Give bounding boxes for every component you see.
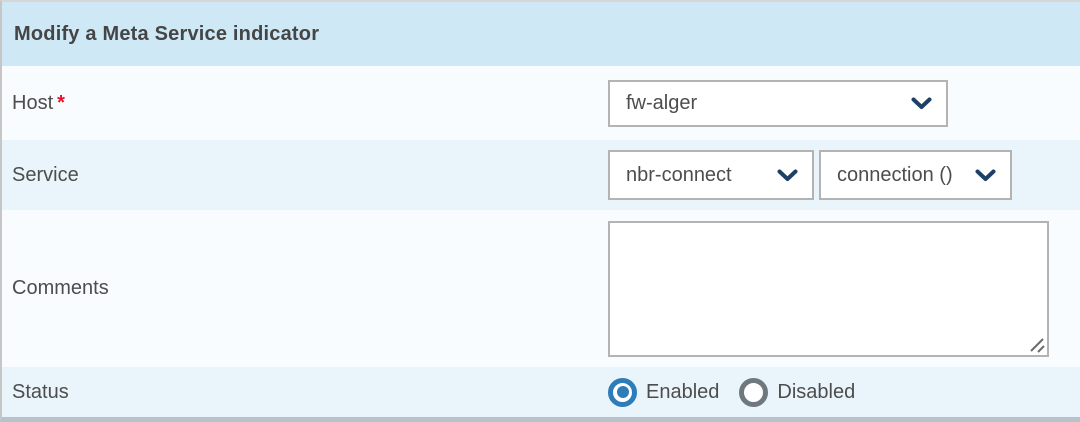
disabled-label: Disabled: [777, 380, 856, 403]
status-radio-group: Enabled Disabled: [608, 377, 875, 407]
service-select[interactable]: nbr-connect: [608, 150, 814, 200]
comments-textarea[interactable]: [608, 220, 1049, 357]
status-row: Status Enabled Disabled: [2, 367, 1080, 417]
chevron-down-icon: [911, 97, 932, 109]
service-label-cell: Service: [2, 164, 608, 187]
service-field-cell: nbr-connect connection (): [608, 150, 1012, 200]
radio-dot: [616, 386, 629, 398]
host-label-cell: Host*: [2, 92, 608, 115]
comments-textarea-wrap: [608, 220, 1049, 357]
chevron-down-icon: [777, 169, 798, 181]
host-label: Host: [12, 91, 54, 114]
host-select[interactable]: fw-alger: [608, 79, 948, 127]
radio-unchecked-icon[interactable]: [739, 377, 769, 407]
service-row: Service nbr-connect connection (): [2, 140, 1080, 210]
status-option-enabled[interactable]: Enabled: [608, 377, 720, 407]
comments-row: Comments: [2, 210, 1080, 367]
status-label-cell: Status: [2, 381, 608, 404]
host-row: Host* fw-alger: [2, 66, 1080, 140]
service-label: Service: [12, 163, 79, 186]
metric-select[interactable]: connection (): [819, 150, 1012, 200]
form-header: Modify a Meta Service indicator: [2, 2, 1080, 66]
host-field-cell: fw-alger: [608, 79, 948, 127]
status-option-disabled[interactable]: Disabled: [739, 377, 856, 407]
status-label: Status: [12, 380, 69, 403]
comments-field-cell: [608, 220, 1049, 357]
status-field-cell: Enabled Disabled: [608, 377, 875, 407]
comments-label-cell: Comments: [2, 277, 608, 300]
enabled-label: Enabled: [646, 380, 720, 403]
radio-checked-icon[interactable]: [608, 377, 637, 407]
page-title: Modify a Meta Service indicator: [14, 22, 320, 45]
metric-select-value: connection (): [837, 163, 953, 186]
chevron-down-icon: [975, 169, 996, 181]
comments-label: Comments: [12, 277, 109, 299]
host-select-value: fw-alger: [626, 91, 698, 114]
service-select-value: nbr-connect: [626, 163, 732, 186]
required-asterisk: *: [57, 91, 65, 114]
